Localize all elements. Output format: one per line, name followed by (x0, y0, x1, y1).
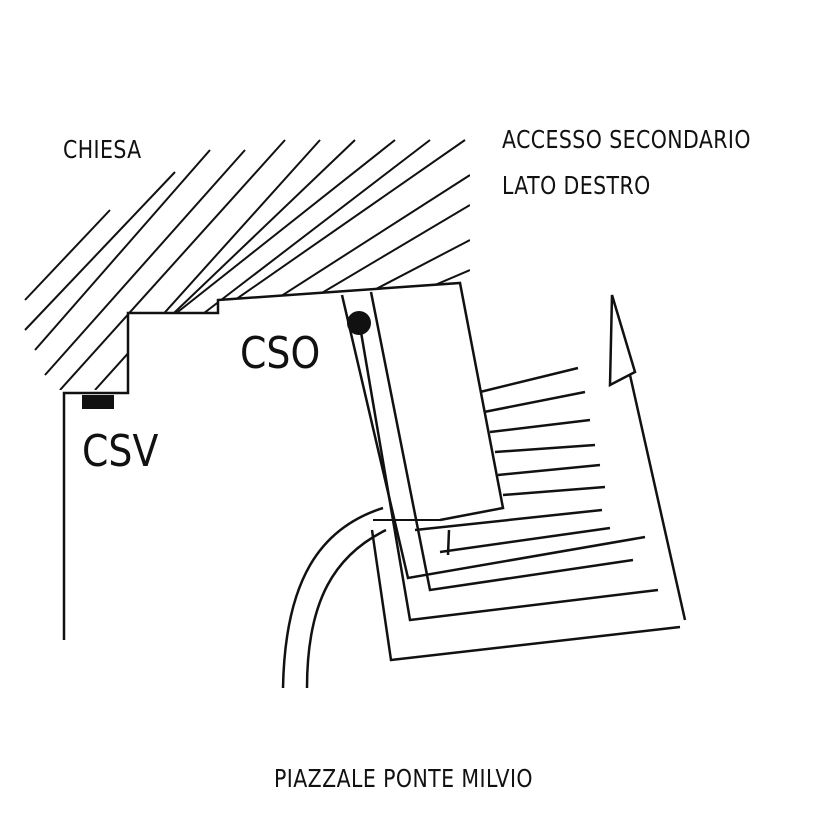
label-accesso-line1: ACCESSO SECONDARIO (502, 125, 751, 154)
label-chiesa: CHIESA (63, 135, 142, 164)
access-arrow (608, 294, 687, 621)
label-piazzale: PIAZZALE PONTE MILVIO (274, 764, 533, 793)
entrance-ramp (340, 291, 681, 662)
label-cso: CSO (240, 328, 321, 379)
building-outline (62, 281, 505, 640)
cso-marker (347, 311, 371, 335)
steps (479, 366, 606, 497)
label-accesso-line2: LATO DESTRO (502, 171, 651, 200)
label-csv: CSV (82, 426, 159, 477)
curved-walkway (281, 506, 387, 689)
csv-marker (82, 395, 114, 409)
